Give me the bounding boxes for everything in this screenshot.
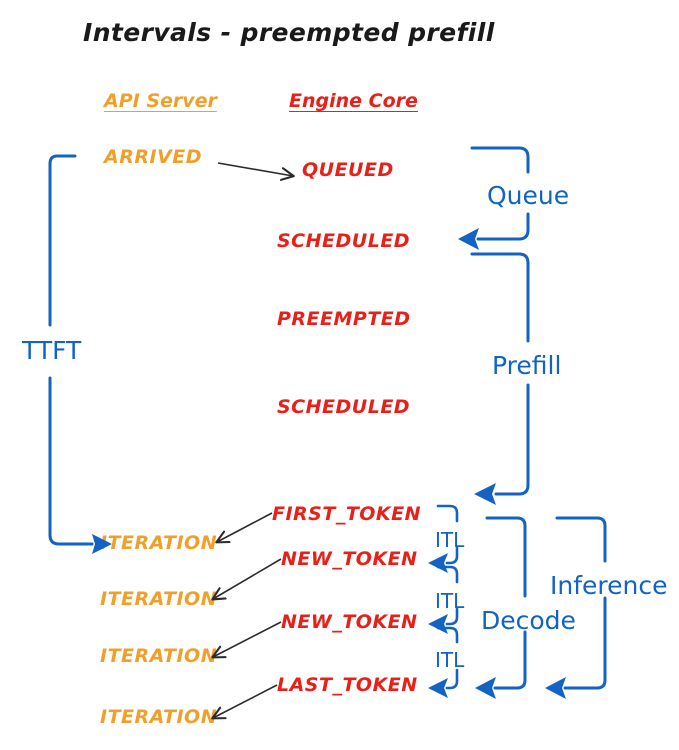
- arrowhead-prefill: [474, 483, 496, 505]
- arrowhead-queue: [458, 228, 479, 250]
- engine-state-first-token: FIRST_TOKEN: [272, 503, 422, 525]
- engine-state-new-token-2: NEW_TOKEN: [281, 611, 418, 633]
- bracket-ttft-upper: [48, 154, 77, 327]
- bracket-decode-lower: [493, 630, 527, 690]
- interval-label-prefill: Prefill: [492, 351, 562, 380]
- column-header-engine-core: Engine Core: [289, 90, 418, 112]
- api-state-iteration-4: ITERATION: [100, 706, 218, 728]
- arrow-new-token-2-to-iteration: [213, 621, 282, 657]
- arrow-first-token-to-iteration: [217, 512, 273, 542]
- bracket-prefill-lower: [494, 383, 530, 496]
- arrow-arrived-to-queued: [217, 162, 293, 176]
- arrowhead-itl-2: [428, 614, 448, 634]
- interval-label-ttft: TTFT: [22, 336, 82, 365]
- bracket-itl-2-upper: [436, 565, 459, 584]
- bracket-queue-upper: [470, 146, 530, 174]
- api-state-iteration-2: ITERATION: [100, 588, 218, 610]
- arrow-new-token-1-to-iteration: [213, 558, 282, 599]
- bracket-itl-3-lower: [445, 668, 459, 690]
- arrowhead-itl-3: [428, 678, 448, 698]
- engine-state-queued: QUEUED: [302, 159, 394, 181]
- interval-label-itl-3: ITL: [435, 648, 465, 672]
- bracket-prefill-upper: [470, 252, 530, 343]
- page-title: Intervals - preempted prefill: [83, 18, 495, 47]
- interval-label-decode: Decode: [481, 606, 576, 635]
- bracket-itl-1-upper: [436, 504, 459, 523]
- engine-state-new-token-1: NEW_TOKEN: [281, 548, 418, 570]
- interval-label-itl-1: ITL: [435, 528, 465, 552]
- api-state-arrived: ARRIVED: [104, 146, 202, 168]
- bracket-decode-upper: [485, 516, 527, 598]
- engine-state-preempted: PREEMPTED: [277, 308, 411, 330]
- bracket-queue-lower: [476, 212, 530, 241]
- arrowhead-itl-1: [428, 553, 448, 573]
- api-state-iteration-3: ITERATION: [100, 645, 218, 667]
- engine-state-last-token: LAST_TOKEN: [277, 674, 418, 696]
- bracket-itl-3-upper: [436, 626, 459, 644]
- interval-label-queue: Queue: [487, 181, 570, 210]
- bracket-ttft-lower: [48, 376, 94, 546]
- bracket-inference-upper: [555, 516, 607, 563]
- arrow-last-token-to-iteration: [213, 684, 278, 718]
- interval-label-itl-2: ITL: [435, 589, 465, 613]
- column-header-api-server: API Server: [104, 90, 217, 112]
- engine-state-scheduled-1: SCHEDULED: [277, 230, 411, 252]
- engine-state-scheduled-2: SCHEDULED: [277, 396, 411, 418]
- arrowhead-inference: [545, 677, 566, 699]
- api-state-iteration-1: ITERATION: [100, 532, 218, 554]
- interval-label-inference: Inference: [550, 571, 668, 600]
- arrowhead-decode: [475, 677, 496, 699]
